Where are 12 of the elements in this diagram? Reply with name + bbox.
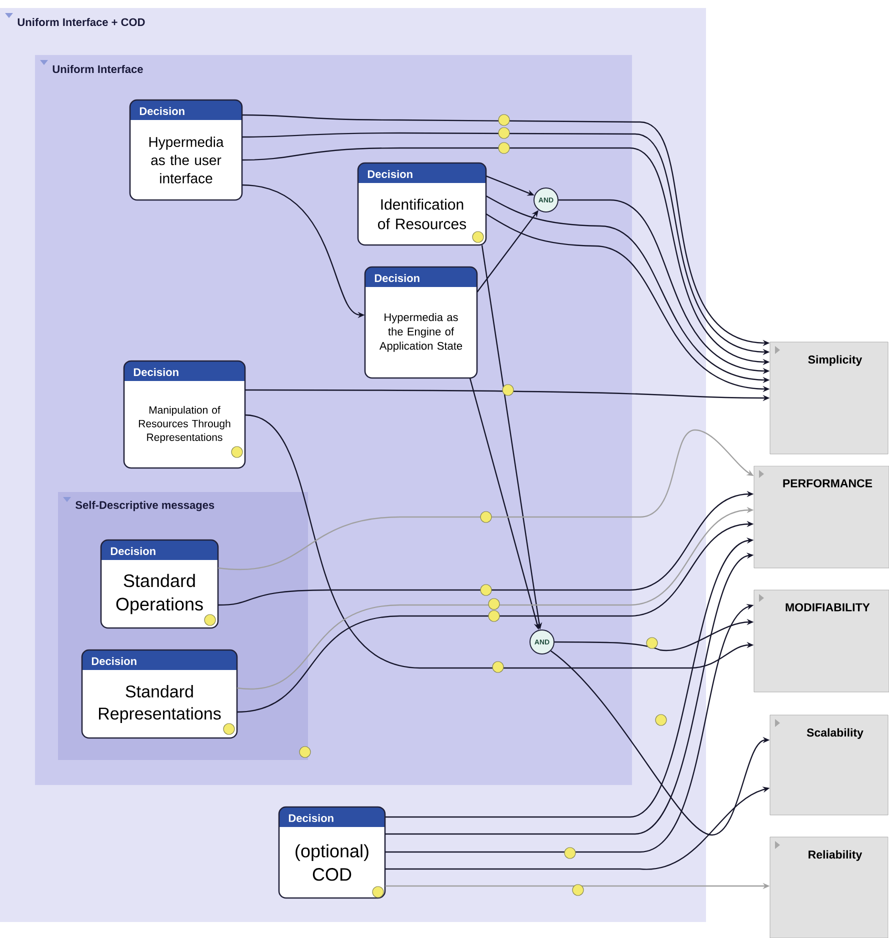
decision-box: Decision Hypermedia as the user interface (129, 99, 243, 201)
decision-box: Decision Manipulation of Resources Through Representations (123, 360, 246, 469)
decision-box: Decision Standard Operations (100, 539, 219, 629)
quality-box: MODIFIABILITY (754, 590, 889, 692)
decision-box: Decision (optional) COD (278, 806, 386, 899)
quality-box: Reliability (770, 836, 888, 938)
quality-box: Scalability (770, 714, 888, 816)
decision-box: Decision Hypermedia as the Engine of Application State (364, 266, 478, 379)
decision-box: Decision Identification of Resources (357, 162, 487, 246)
quality-box: PERFORMANCE (754, 466, 889, 568)
quality-box: Simplicity (770, 342, 888, 454)
decision-box: Decision Standard Representations (81, 649, 238, 739)
